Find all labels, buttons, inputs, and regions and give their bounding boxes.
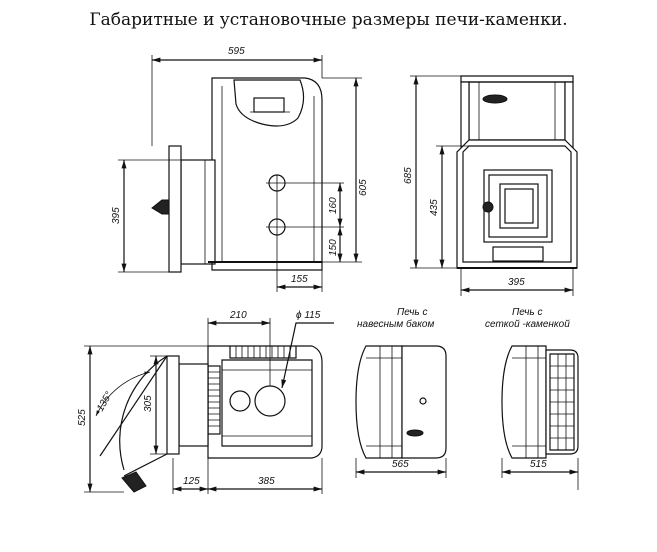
dim-515: 515 [530, 459, 547, 470]
front-view: 685 435 395 [403, 75, 578, 296]
dim-125: 125 [183, 476, 200, 487]
dim-395-front: 395 [508, 277, 525, 288]
dim-diameter-115: ϕ 115 [296, 310, 321, 321]
grid-label-line1: Печь с [512, 307, 542, 318]
dim-160: 160 [328, 197, 339, 214]
dim-385: 385 [258, 476, 275, 487]
top-view: 135° 210 ϕ 115 525 305 125 [77, 310, 334, 494]
tank-label-line1: Печь с [397, 307, 427, 318]
dim-435: 435 [429, 199, 440, 216]
grid-label-line2: сеткой -каменкой [485, 319, 570, 330]
tank-label-line2: навесным баком [357, 318, 434, 330]
dim-525: 525 [77, 409, 88, 426]
dim-155: 155 [291, 274, 308, 285]
dim-565: 565 [392, 459, 409, 470]
dim-605: 605 [358, 179, 369, 196]
grid-variant-view: Печь с сеткой -каменкой 515 [485, 307, 579, 490]
dim-685: 685 [403, 167, 414, 184]
dim-595: 595 [228, 46, 245, 57]
dim-305: 305 [143, 395, 154, 412]
side-view: 595 395 605 160 150 155 [111, 46, 369, 292]
dim-395-side: 395 [111, 207, 122, 224]
dim-150: 150 [328, 239, 339, 256]
dim-210: 210 [229, 310, 247, 321]
tank-variant-view: Печь с навесным баком 565 [355, 307, 447, 478]
drawing-title: Габаритные и установочные размеры печи-к… [89, 10, 568, 30]
side-view-body [211, 77, 323, 263]
